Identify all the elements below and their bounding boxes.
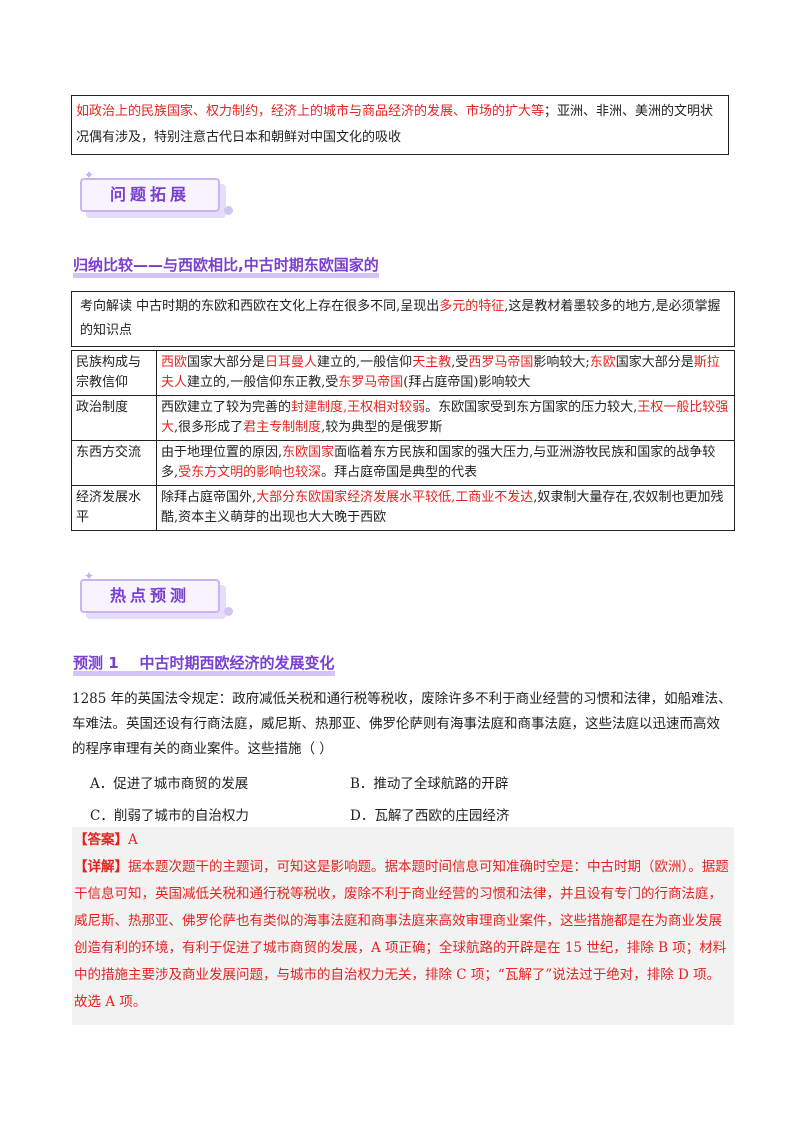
intro-highlight: 如政治上的民族国家、权力制约，经济上的城市与商品经济的发展、市场的扩大等 bbox=[76, 104, 545, 119]
detail-text: 据本题次题干的主题词，可知这是影响题。据本题时间信息可知准确时空是：中古时期（欧… bbox=[74, 859, 729, 1010]
highlight-text: 大部分东欧国家经济发展水平较低,工商业不发达 bbox=[256, 490, 534, 505]
sparkle-icon: ✦ bbox=[84, 168, 95, 182]
body-text: 面临着东方民族和国家的强大压力,与亚洲游牧民族和国家的战争较多, bbox=[161, 445, 716, 480]
guide-highlight: 多元的特征 bbox=[439, 299, 505, 314]
topic-title: 归纳比较——与西欧相比,中古时期东欧国家的 bbox=[73, 254, 379, 278]
highlight-text: 西罗马帝国 bbox=[468, 355, 534, 370]
option-b: B．推动了全球航路的开辟 bbox=[350, 776, 509, 792]
table-row: 东西方交流由于地理位置的原因,东欧国家面临着东方民族和国家的强大压力,与亚洲游牧… bbox=[71, 440, 735, 486]
guide-text-2: ,这是教材着墨较多的地方,是必须掌握的知识点 bbox=[80, 299, 721, 338]
highlight-text: 东欧国家 bbox=[282, 445, 335, 460]
dot-decoration bbox=[224, 607, 233, 616]
section-badge-hot-prediction: 热点预测 ✦ bbox=[74, 569, 234, 619]
answer-label: 【答案】 bbox=[74, 832, 128, 848]
row-key: 经济发展水平 bbox=[71, 485, 157, 531]
row-key: 民族构成与宗教信仰 bbox=[71, 350, 157, 396]
dot-decoration bbox=[224, 206, 233, 215]
body-text: 由于地理位置的原因, bbox=[161, 445, 283, 460]
option-c: C．削弱了城市的自治权力 bbox=[90, 808, 249, 824]
body-text: 建立的,一般信仰 bbox=[317, 355, 413, 370]
body-text: ,很多形成了 bbox=[174, 420, 244, 435]
highlight-text: 日耳曼人 bbox=[265, 355, 318, 370]
option-a: A．促进了城市商贸的发展 bbox=[90, 776, 249, 792]
body-text: 。东欧国家受到东方国家的压力较大, bbox=[425, 400, 638, 415]
detail-label: 【详解】 bbox=[74, 859, 128, 875]
highlight-text: 斯拉夫人 bbox=[161, 355, 720, 390]
body-text: 。拜占庭帝国是典型的代表 bbox=[321, 465, 478, 480]
detail-paragraph: 【详解】据本题次题干的主题词，可知这是影响题。据本题时间信息可知准确时空是：中古… bbox=[74, 854, 732, 1016]
badge-label: 热点预测 bbox=[109, 586, 190, 605]
table-row: 经济发展水平除拜占庭帝国外,大部分东欧国家经济发展水平较低,工商业不发达,奴隶制… bbox=[71, 485, 735, 531]
row-value: 除拜占庭帝国外,大部分东欧国家经济发展水平较低,工商业不发达,奴隶制大量存在,农… bbox=[156, 485, 735, 531]
highlight-text: 天主教 bbox=[412, 355, 452, 370]
option-d: D．瓦解了西欧的庄园经济 bbox=[350, 808, 510, 824]
row-value: 西欧国家大部分是日耳曼人建立的,一般信仰天主教,受西罗马帝国影响较大;东欧国家大… bbox=[156, 350, 735, 396]
body-text: (拜占庭帝国)影响较大 bbox=[403, 375, 531, 390]
body-text: ,奴隶制大量存在,农奴制也更加残酷,资本主义萌芽的出现也大大晚于西欧 bbox=[161, 490, 724, 525]
highlight-text: 君主专制制度 bbox=[243, 420, 322, 435]
row-value: 由于地理位置的原因,东欧国家面临着东方民族和国家的强大压力,与亚洲游牧民族和国家… bbox=[156, 440, 735, 486]
row-key: 东西方交流 bbox=[71, 440, 157, 486]
highlight-text: 王权一般比较强大 bbox=[161, 400, 729, 435]
intro-rest: ；亚洲、非洲、美洲的文明状况偶有涉及，特别注意古代日本和朝鲜对中国文化的吸收 bbox=[76, 104, 714, 145]
guide-box: 考向解读 中古时期的东欧和西欧在文化上存在很多不同,呈现出多元的特征,这是教材着… bbox=[71, 291, 735, 347]
highlight-text: 东罗马帝国 bbox=[338, 375, 404, 390]
body-text: ,受 bbox=[451, 355, 469, 370]
section-badge-problem-expansion: 问题拓展 ✦ bbox=[74, 168, 234, 218]
badge-label: 问题拓展 bbox=[109, 185, 190, 204]
highlight-text: 东欧 bbox=[589, 355, 616, 370]
body-text: 国家大部分是 bbox=[615, 355, 694, 370]
answer-box: 【答案】A 【详解】据本题次题干的主题词，可知这是影响题。据本题时间信息可知准确… bbox=[72, 827, 734, 1025]
highlight-text: 受东方文明的影响也较深 bbox=[178, 465, 322, 480]
question-stem: 1285 年的英国法令规定：政府减低关税和通行税等税收，废除许多不利于商业经营的… bbox=[72, 691, 732, 757]
highlight-text: 封建制度,王权相对较弱 bbox=[291, 400, 426, 415]
body-text: 除拜占庭帝国外, bbox=[161, 490, 257, 505]
body-text: 西欧建立了较为完善的 bbox=[161, 400, 292, 415]
prediction-title: 预测 1 中古时期西欧经济的发展变化 bbox=[73, 652, 335, 676]
comparison-table: 民族构成与宗教信仰西欧国家大部分是日耳曼人建立的,一般信仰天主教,受西罗马帝国影… bbox=[71, 350, 735, 531]
row-key: 政治制度 bbox=[71, 395, 157, 441]
answer-value: A bbox=[128, 832, 138, 848]
body-text: 国家大部分是 bbox=[187, 355, 266, 370]
body-text: 影响较大; bbox=[533, 355, 590, 370]
body-text: 建立的,一般信仰东正教,受 bbox=[187, 375, 339, 390]
table-row: 民族构成与宗教信仰西欧国家大部分是日耳曼人建立的,一般信仰天主教,受西罗马帝国影… bbox=[71, 350, 735, 396]
table-row: 政治制度西欧建立了较为完善的封建制度,王权相对较弱。东欧国家受到东方国家的压力较… bbox=[71, 395, 735, 441]
body-text: ,较为典型的是俄罗斯 bbox=[321, 420, 443, 435]
answer-line: 【答案】A bbox=[74, 827, 732, 854]
highlight-text: 西欧 bbox=[161, 355, 188, 370]
sparkle-icon: ✦ bbox=[84, 569, 95, 583]
row-value: 西欧建立了较为完善的封建制度,王权相对较弱。东欧国家受到东方国家的压力较大,王权… bbox=[156, 395, 735, 441]
intro-box: 如政治上的民族国家、权力制约，经济上的城市与商品经济的发展、市场的扩大等；亚洲、… bbox=[71, 95, 729, 155]
guide-text-1: 考向解读 中古时期的东欧和西欧在文化上存在很多不同,呈现出 bbox=[80, 299, 440, 314]
